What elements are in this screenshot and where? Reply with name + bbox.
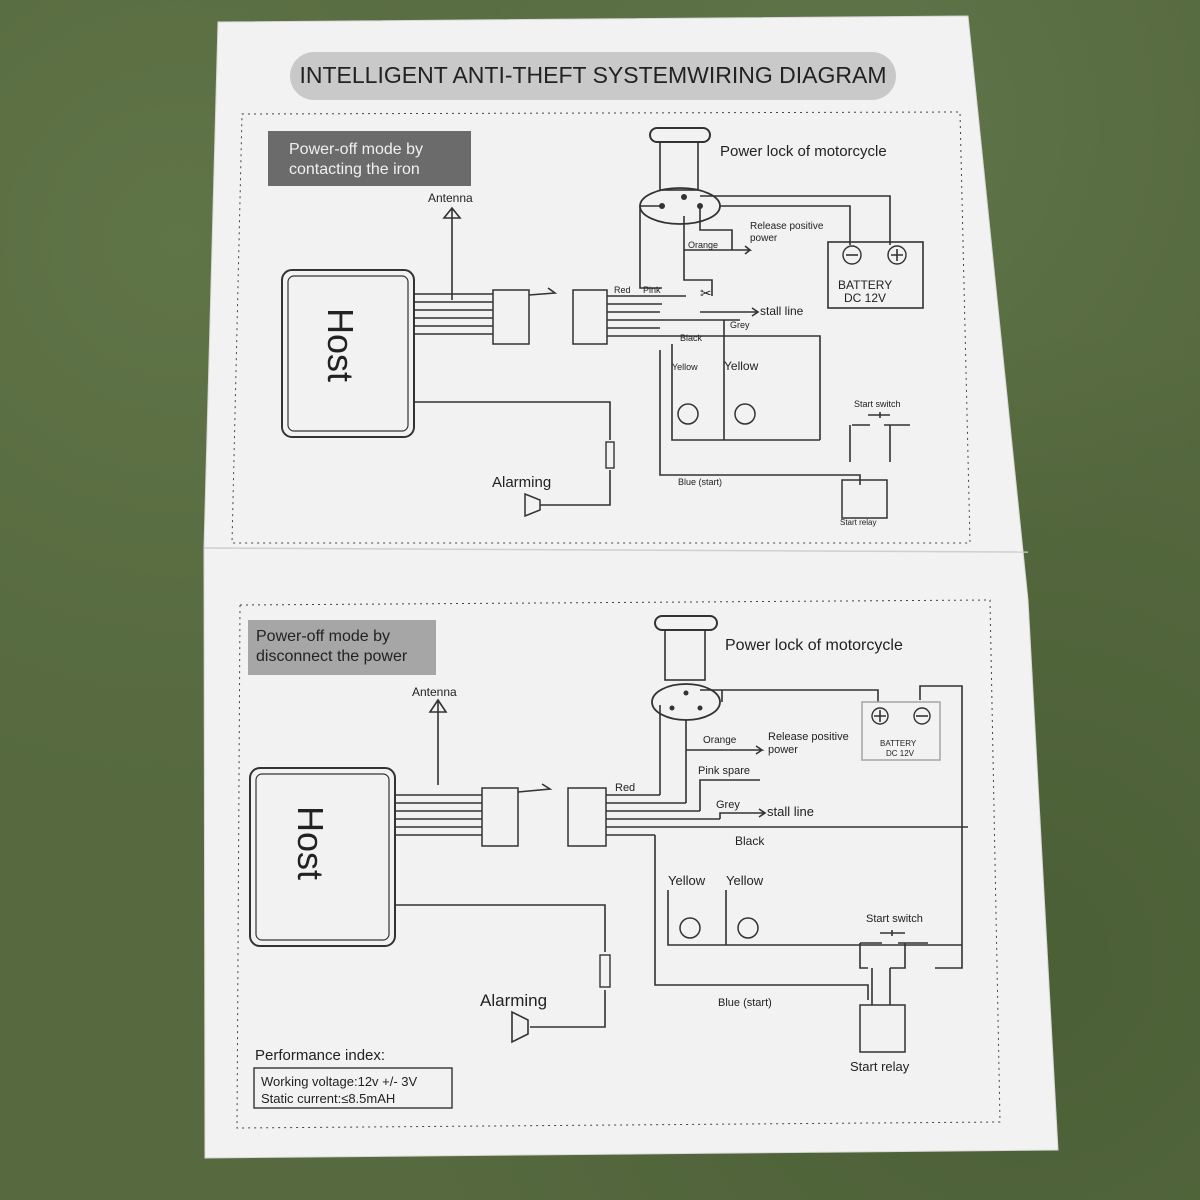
panel2-yellow1-label: Yellow bbox=[668, 873, 706, 888]
panel1-start-switch-label: Start switch bbox=[854, 399, 901, 409]
panel1-red-wire bbox=[639, 205, 662, 289]
panel2-start-switch-icon bbox=[859, 930, 928, 1005]
panel1-indicator-lamps bbox=[671, 320, 820, 441]
paper-sheet bbox=[203, 15, 1059, 1159]
panel2-antenna-icon bbox=[428, 698, 448, 785]
panel1-stall-label: stall line bbox=[760, 304, 804, 318]
panel1-orange-label: Orange bbox=[688, 240, 718, 250]
diagram-title: INTELLIGENT ANTI-THEFT SYSTEMWIRING DIAG… bbox=[300, 62, 887, 88]
panel1-battery-label-1: BATTERY bbox=[838, 278, 892, 292]
panel1-start-relay-label: Start relay bbox=[840, 518, 876, 527]
panel2-red-label: Red bbox=[615, 782, 635, 794]
panel2-mode-line1: Power-off mode by bbox=[256, 628, 390, 645]
panel1-grey-label: Grey bbox=[730, 320, 750, 330]
panel1-cut-icon: ✂ bbox=[700, 285, 712, 301]
title-banner bbox=[290, 52, 896, 100]
panel1-blue-label: Blue (start) bbox=[678, 477, 722, 487]
panel2-blue-label: Blue (start) bbox=[718, 997, 772, 1009]
panel2-battery-wires bbox=[700, 685, 963, 969]
panel1-release-arrow bbox=[684, 245, 753, 255]
panel2-battery-label-1: BATTERY bbox=[880, 739, 917, 748]
panel1-alarm-wire bbox=[414, 401, 611, 506]
panel2-alarming-label: Alarming bbox=[480, 991, 547, 1010]
paper-fold bbox=[203, 547, 1029, 553]
panel2-pink-wire bbox=[699, 779, 760, 811]
panel2-siren-icon bbox=[511, 1010, 529, 1044]
panel1-stall-arrow bbox=[700, 307, 760, 317]
panel1-host-label: Host bbox=[320, 308, 361, 382]
panel2-battery-icon bbox=[861, 701, 941, 761]
panel2-black-label: Black bbox=[735, 834, 765, 848]
panel1-alarming-label: Alarming bbox=[492, 474, 551, 491]
panel1-siren-icon bbox=[524, 492, 541, 518]
panel2-orange-wire bbox=[685, 720, 765, 803]
panel1-wire-harness bbox=[414, 287, 740, 345]
panel2-stall-label: stall line bbox=[767, 804, 814, 819]
panel2-stall-arrow bbox=[719, 808, 767, 819]
panel1-red-label: Red bbox=[614, 285, 631, 295]
panel1-battery-label-2: DC 12V bbox=[844, 291, 886, 305]
panel2-alarm-connector bbox=[599, 954, 611, 988]
panel1-start-relay-icon bbox=[841, 479, 888, 519]
panel2-grey-label: Grey bbox=[716, 799, 740, 811]
panel1-black-label: Black bbox=[680, 333, 703, 343]
panel2-release-line2: power bbox=[768, 744, 798, 756]
panel2-border bbox=[236, 599, 1001, 1129]
panel2-wire-harness bbox=[395, 783, 968, 847]
panel1-pink-label: Pink bbox=[643, 285, 661, 295]
panel2-start-switch-label: Start switch bbox=[866, 913, 923, 925]
panel1-antenna-icon bbox=[442, 206, 462, 300]
panel2-mode-label-bg bbox=[248, 620, 436, 675]
panel1-release-line1: Release positive bbox=[750, 221, 824, 232]
panel1-mode-label-bg bbox=[268, 131, 471, 186]
panel2-start-relay-label: Start relay bbox=[850, 1059, 910, 1074]
panel1-start-switch-icon bbox=[849, 412, 910, 462]
panel2-antenna-label: Antenna bbox=[412, 685, 457, 699]
panel1-power-lock-label: Power lock of motorcycle bbox=[720, 143, 887, 160]
panel2-host-box bbox=[249, 767, 396, 947]
panel1-black-wire bbox=[660, 335, 821, 440]
panel2-power-lock-label: Power lock of motorcycle bbox=[725, 637, 903, 654]
performance-box bbox=[253, 1067, 453, 1109]
panel2-host-label: Host bbox=[290, 806, 331, 880]
panel1-mode-line2: contacting the iron bbox=[289, 161, 420, 178]
panel2-indicator-lamps bbox=[654, 835, 962, 1000]
panel2-release-line1: Release positive bbox=[768, 731, 849, 743]
panel1-yellow2-label: Yellow bbox=[724, 359, 759, 373]
panel2-alarm-wire bbox=[395, 904, 606, 1028]
panel1-alarm-connector bbox=[605, 441, 615, 469]
panel2-battery-label-2: DC 12V bbox=[886, 749, 915, 758]
panel1-antenna-label: Antenna bbox=[428, 191, 473, 205]
panel1-pink-wire bbox=[683, 216, 713, 296]
performance-current: Static current:≤8.5mAH bbox=[261, 1091, 395, 1106]
panel2-orange-label: Orange bbox=[703, 735, 737, 746]
panel2-start-relay-icon bbox=[859, 1004, 906, 1053]
panel1-yellow1-label: Yellow bbox=[672, 362, 698, 372]
panel1-release-line2: power bbox=[750, 233, 778, 244]
performance-voltage: Working voltage:12v +/- 3V bbox=[261, 1074, 418, 1089]
panel1-host-box bbox=[281, 269, 415, 438]
panel1-orange-wire bbox=[699, 206, 733, 250]
panel1-battery-icon bbox=[827, 241, 924, 309]
panel2-pink-label: Pink spare bbox=[698, 765, 750, 777]
panel2-mode-line2: disconnect the power bbox=[256, 648, 408, 665]
performance-heading: Performance index: bbox=[255, 1047, 385, 1064]
panel1-mode-line1: Power-off mode by bbox=[289, 141, 423, 158]
panel1-battery-wires bbox=[700, 195, 891, 245]
panel2-yellow2-label: Yellow bbox=[726, 873, 764, 888]
